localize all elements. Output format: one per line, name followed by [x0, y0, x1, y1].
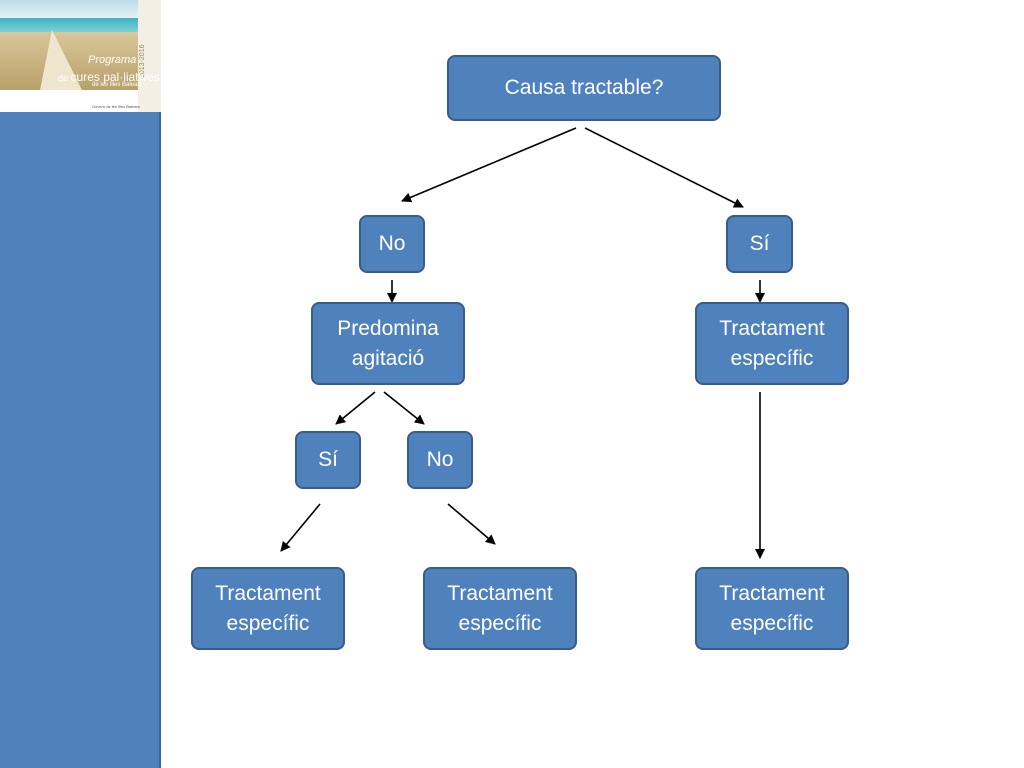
logo-beach-path	[40, 30, 82, 90]
arrow-root-to-si	[584, 127, 744, 208]
program-logo: 2013-2016 Programa de cures pal·liatives…	[0, 0, 161, 112]
arrow-predomina-to-no	[383, 391, 425, 425]
logo-title-line1: Programa	[88, 54, 137, 66]
node-si: Sí	[726, 215, 793, 273]
arrow-subno-to-treatment	[447, 503, 496, 545]
node-causa-tractable-label: Causa tractable?	[504, 76, 664, 99]
node-no-label: No	[378, 232, 406, 255]
node-sub-si-label: Sí	[318, 448, 338, 471]
sidebar-band	[0, 112, 161, 768]
node-sub-si: Sí	[295, 431, 361, 489]
node-sub-no: No	[407, 431, 473, 489]
logo-footer	[0, 90, 138, 112]
node-no: No	[359, 215, 425, 273]
node-si-label: Sí	[749, 232, 770, 255]
logo-institution: Govern de les Illes Balears	[92, 104, 140, 109]
arrow-predomina-to-si	[335, 391, 376, 425]
logo-title-line3: de les Illes Balears	[92, 82, 143, 88]
logo-side-strip	[138, 0, 161, 112]
node-sub-no-label: No	[426, 448, 454, 471]
logo-sea	[0, 18, 138, 32]
logo-sky	[0, 0, 138, 18]
node-causa-tractable: Causa tractable?	[447, 55, 721, 121]
arrow-root-to-no	[401, 127, 577, 203]
arrow-subsi-to-treatment	[280, 503, 321, 552]
logo-title-line2: de cures pal·liatives	[58, 70, 160, 84]
